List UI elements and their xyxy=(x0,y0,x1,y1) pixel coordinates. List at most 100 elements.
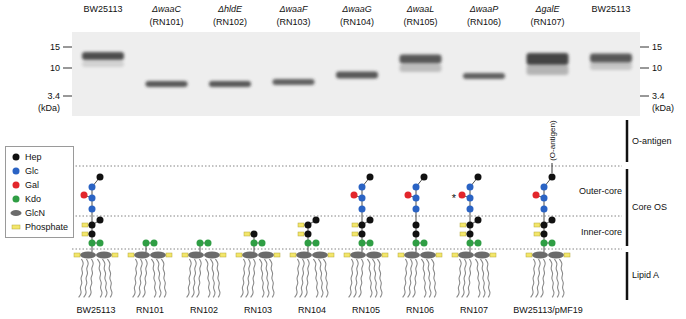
phosphate-mark xyxy=(344,253,350,257)
strain-label: ΔwaaC xyxy=(152,4,181,14)
sugar-residue xyxy=(259,240,266,247)
fatty-acid-chain xyxy=(475,259,480,297)
legend-swatch xyxy=(10,208,22,218)
fatty-acid-chain xyxy=(210,259,215,297)
legend-row: Hep xyxy=(10,150,68,164)
fatty-acid-chain xyxy=(264,259,269,297)
fatty-acid-chain xyxy=(359,259,364,297)
phosphate-mark xyxy=(352,232,358,236)
lps-structure xyxy=(128,240,172,298)
sugar-residue xyxy=(533,192,540,199)
sugar-residue xyxy=(351,192,358,199)
glycosidic-bond xyxy=(254,246,255,252)
glycosidic-bond xyxy=(362,246,363,252)
region-label: Core OS xyxy=(632,202,667,212)
legend-swatch-shape xyxy=(13,168,20,175)
sugar-residue xyxy=(89,184,96,191)
size-marker: 3.4 xyxy=(652,91,665,101)
phosphate-mark xyxy=(244,232,250,236)
sugar-residue xyxy=(313,217,320,224)
gel-band xyxy=(336,72,378,79)
glcn-sugar xyxy=(188,252,204,259)
strain-label: BW25113 xyxy=(84,4,123,14)
o-antigen-link xyxy=(552,163,553,173)
sugar-residue xyxy=(251,231,258,238)
legend-row: Gal xyxy=(10,178,68,192)
sugar-residue xyxy=(541,222,548,229)
sugar-residue xyxy=(89,222,96,229)
sugar-residue xyxy=(205,240,212,247)
fatty-acid-chain xyxy=(259,259,264,297)
strain-label: ΔhldE xyxy=(218,4,242,14)
strain-label: BW25113 xyxy=(592,4,631,14)
gel-image xyxy=(63,32,649,116)
fatty-acid-chain xyxy=(89,259,94,297)
phosphate-mark xyxy=(82,232,88,236)
phosphate-mark xyxy=(534,223,540,227)
phosphate-mark xyxy=(82,223,88,227)
asterisk-mark: * xyxy=(452,192,456,205)
sugar-residue xyxy=(467,206,474,213)
glcn-sugar xyxy=(204,252,220,259)
fatty-acid-chain xyxy=(205,259,210,297)
legend-swatch-shape xyxy=(13,154,20,161)
strain-id: (RN103) xyxy=(276,17,310,27)
sugar-residue xyxy=(359,206,366,213)
sugar-residue xyxy=(549,240,556,247)
gel-smear xyxy=(590,62,632,70)
fatty-acid-chain xyxy=(156,259,161,297)
sugar-residue xyxy=(405,192,412,199)
fatty-acid-chain xyxy=(554,259,559,297)
fatty-acid-chain xyxy=(241,259,246,297)
marker-tick xyxy=(640,96,649,97)
fatty-acid-chain xyxy=(426,259,431,297)
strain-id: (RN104) xyxy=(340,17,374,27)
glcn-sugar xyxy=(420,252,436,259)
phosphate-mark xyxy=(128,253,134,257)
legend-row: GlcN xyxy=(10,206,68,220)
sugar-residue xyxy=(89,231,96,238)
sugar-residue xyxy=(413,240,420,247)
fatty-acid-chain xyxy=(377,259,382,297)
gel-band xyxy=(463,73,505,79)
legend-row: Kdo xyxy=(10,192,68,206)
o-antigen-tag: (O-antigen) xyxy=(548,120,557,160)
marker-tick xyxy=(640,47,649,48)
fatty-acid-chain xyxy=(300,259,305,297)
lps-structure xyxy=(452,174,496,298)
sugar-residue xyxy=(549,217,556,224)
lps-structure xyxy=(290,217,334,298)
phosphate-mark xyxy=(112,253,118,257)
sugar-residue xyxy=(97,217,104,224)
region-label: Lipid A xyxy=(632,270,659,280)
phosphate-mark xyxy=(220,253,226,257)
fatty-acid-chain xyxy=(559,259,564,297)
gel-band xyxy=(590,54,632,63)
sugar-residue xyxy=(151,240,158,247)
glcn-sugar xyxy=(350,252,366,259)
region-label: O-antigen xyxy=(632,136,672,146)
fatty-acid-chain xyxy=(269,259,274,297)
size-marker: (kDa) xyxy=(652,103,674,113)
size-marker: 10 xyxy=(50,63,60,73)
strain-id: RN103 xyxy=(244,305,272,315)
sugar-residue xyxy=(467,195,474,202)
sugar-residue xyxy=(459,192,466,199)
strain-id: (RN101) xyxy=(149,17,183,27)
phosphate-mark xyxy=(534,232,540,236)
sugar-residue xyxy=(143,240,150,247)
phosphate-mark xyxy=(328,253,334,257)
fatty-acid-chain xyxy=(97,259,102,297)
legend-row: Glc xyxy=(10,164,68,178)
fatty-acid-chain xyxy=(367,259,372,297)
sugar-residue xyxy=(97,174,104,181)
lps-structure xyxy=(74,174,118,298)
sugar-residue xyxy=(89,240,96,247)
strain-id: (RN105) xyxy=(403,17,437,27)
fatty-acid-chain xyxy=(372,259,377,297)
glcn-sugar xyxy=(312,252,328,259)
gel-band xyxy=(527,53,569,65)
sugar-residue xyxy=(81,192,88,199)
fatty-acid-chain xyxy=(531,259,536,297)
